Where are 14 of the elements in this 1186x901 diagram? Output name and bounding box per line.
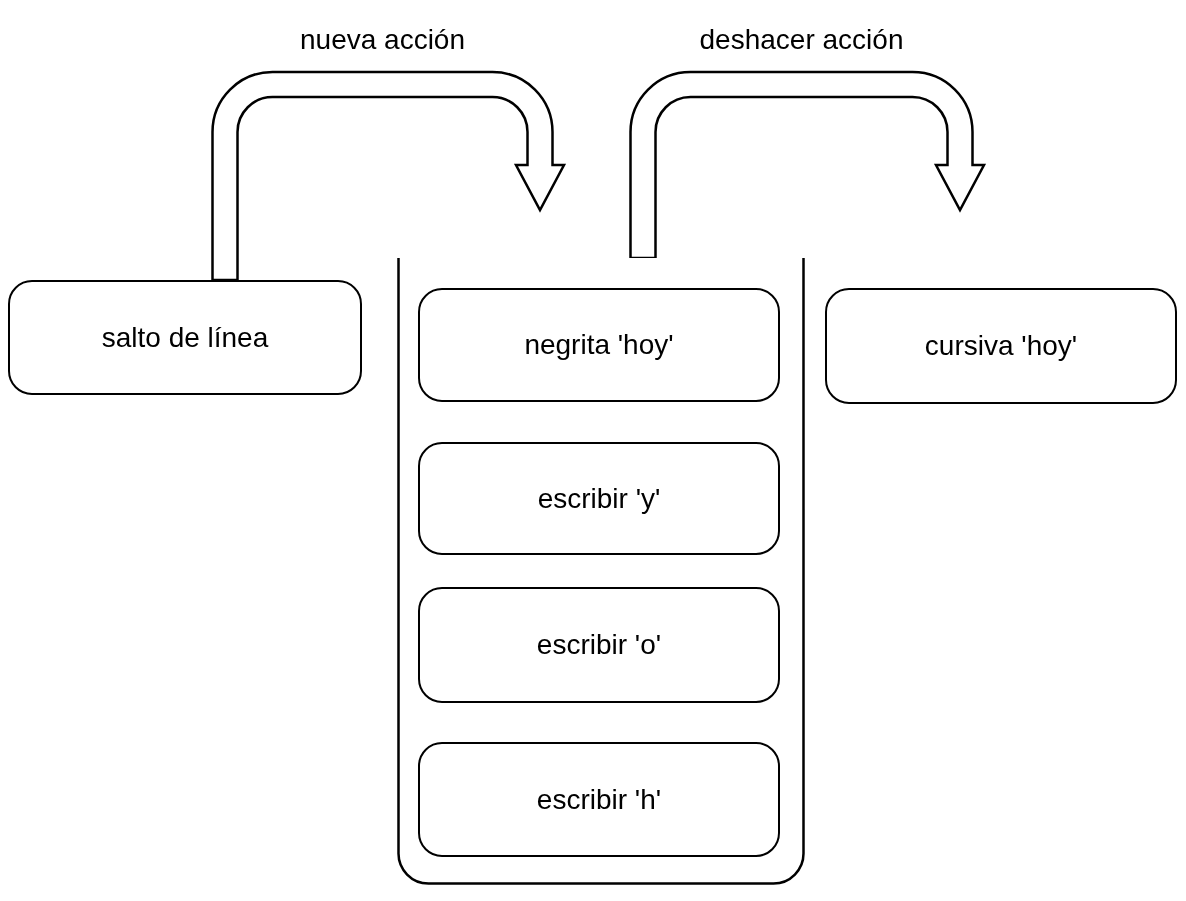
action-box bbox=[418, 742, 780, 857]
block-arrow bbox=[211, 70, 566, 282]
block-arrow bbox=[629, 70, 986, 260]
action-box bbox=[825, 288, 1177, 404]
action-box bbox=[418, 587, 780, 703]
box-label: escribir 'o' bbox=[536, 629, 662, 661]
action-box bbox=[8, 280, 362, 395]
box-label: negrita 'hoy' bbox=[524, 329, 674, 361]
box-label: cursiva 'hoy' bbox=[924, 330, 1078, 362]
action-box bbox=[418, 442, 780, 555]
box-label: escribir 'y' bbox=[537, 482, 661, 515]
box-label: escribir 'h' bbox=[536, 783, 662, 816]
box-label: salto de línea bbox=[101, 321, 269, 354]
action-box bbox=[418, 288, 780, 402]
